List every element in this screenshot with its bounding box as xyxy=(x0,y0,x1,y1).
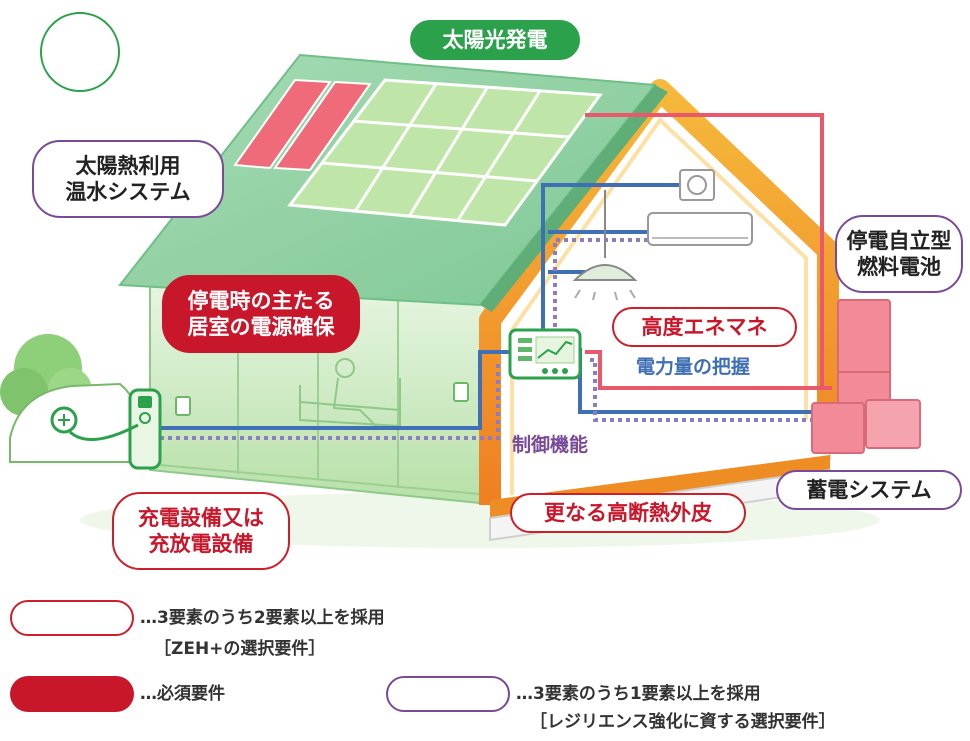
legend-white-pill xyxy=(10,600,134,636)
label-storage-text: 蓄電システム xyxy=(806,478,932,502)
insulation-frame-inner xyxy=(510,116,808,495)
label-charging-line1: 充電設備又は xyxy=(138,506,264,530)
label-outage-power: 停電時の主たる 居室の電源確保 xyxy=(162,275,360,353)
label-energy-mgmt-text: 高度エネマネ xyxy=(641,315,768,339)
label-outage-power-line1: 停電時の主たる xyxy=(187,289,335,313)
label-outage-power-line2: 居室の電源確保 xyxy=(187,315,335,339)
label-solar-thermal-line2: 温水システム xyxy=(65,180,191,204)
legend-purple-line1: …3要素のうち1要素以上を採用 xyxy=(516,684,761,704)
solar-thermal-panel xyxy=(233,78,332,170)
legend-purple-pill xyxy=(386,676,510,712)
legend-white-line1: …3要素のうち2要素以上を採用 xyxy=(140,608,385,628)
power-line xyxy=(585,350,832,390)
legend-red-text: …必須要件 xyxy=(140,684,225,704)
label-fuel-cell: 停電自立型 燃料電池 xyxy=(835,215,963,293)
label-solar-thermal-line1: 太陽熱利用 xyxy=(75,154,181,178)
fuel-cell-unit-icon xyxy=(837,299,891,411)
label-solar-power: 太陽光発電 xyxy=(410,20,580,60)
legend-white-line2: ［ZEH+の選択要件］ xyxy=(154,639,326,659)
label-control: 制御機能 xyxy=(512,434,589,456)
storage-battery-icon xyxy=(811,399,921,454)
legend-red-pill xyxy=(10,676,134,712)
solar-thermal-panel xyxy=(273,80,372,172)
outlet-icon xyxy=(175,396,191,416)
power-line xyxy=(585,113,824,388)
person-on-sofa-icon xyxy=(299,358,401,429)
ventilation-fan-icon xyxy=(679,169,715,201)
label-power-measure: 電力量の把握 xyxy=(636,356,751,378)
solar-pv-panels xyxy=(287,78,603,227)
label-fuel-cell-line1: 停電自立型 xyxy=(846,229,952,253)
label-insulation: 更なる高断熱外皮 xyxy=(510,493,746,533)
label-charging: 充電設備又は 充放電設備 xyxy=(112,492,290,570)
outlet-icon xyxy=(453,382,469,402)
legend-purple-line2: ［レジリエンス強化に資する選択要件］ xyxy=(530,712,836,732)
label-energy-mgmt: 高度エネマネ xyxy=(612,307,797,347)
label-solar-power-text: 太陽光発電 xyxy=(442,28,548,52)
air-conditioner-icon xyxy=(647,212,753,246)
hems-monitor-icon xyxy=(508,328,582,380)
control-lines xyxy=(160,238,812,440)
label-insulation-text: 更なる高断熱外皮 xyxy=(544,501,712,525)
roof-edge xyxy=(480,85,668,312)
label-charging-line2: 充放電設備 xyxy=(148,532,254,556)
label-fuel-cell-line2: 燃料電池 xyxy=(857,255,941,279)
pendant-lamp-icon xyxy=(572,190,638,301)
label-storage: 蓄電システム xyxy=(776,470,962,510)
empty-circle-marker xyxy=(40,12,120,92)
charger-icon xyxy=(68,388,162,470)
label-solar-thermal: 太陽熱利用 温水システム xyxy=(32,140,224,218)
